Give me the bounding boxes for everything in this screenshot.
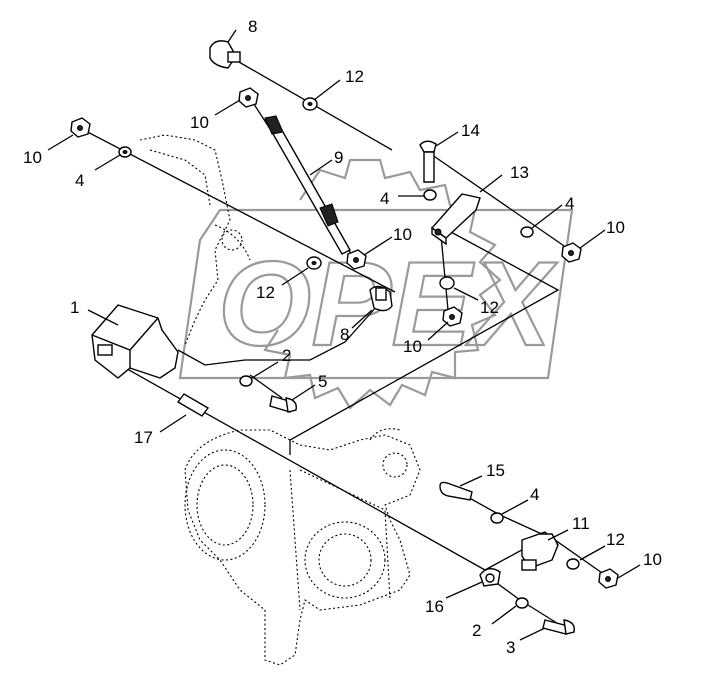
washer <box>423 189 437 201</box>
bolt <box>419 140 437 183</box>
washer <box>490 512 504 524</box>
lever-bracket <box>430 193 481 246</box>
nut <box>561 242 582 263</box>
callout-label: 5 <box>318 372 327 391</box>
cover-housing <box>91 304 179 379</box>
callout-leaders <box>47 29 641 641</box>
callout-label: 2 <box>472 621 481 640</box>
clip <box>479 567 501 587</box>
callout-label: 4 <box>565 194 574 213</box>
axle-housing <box>184 428 421 666</box>
ball-joint-top <box>209 40 241 69</box>
ball-joint-bottom <box>369 285 393 312</box>
callout-label: 14 <box>461 121 480 140</box>
watermark: OPEX <box>178 158 574 410</box>
pivot-bracket <box>139 134 251 346</box>
callout-label: 12 <box>256 283 275 302</box>
callout-label: 13 <box>510 163 529 182</box>
watermark-frame <box>178 208 574 380</box>
washer <box>515 597 529 609</box>
washer <box>566 558 580 570</box>
callout-label: 10 <box>643 550 662 569</box>
nut <box>70 117 91 138</box>
callout-label: 4 <box>75 171 84 190</box>
callout-label: 2 <box>282 346 291 365</box>
callout-label: 10 <box>190 113 209 132</box>
callout-label: 4 <box>380 189 389 208</box>
callout-label: 17 <box>134 428 153 447</box>
callout-label: 15 <box>486 461 505 480</box>
callout-label: 3 <box>506 638 515 657</box>
watermark-gear <box>263 158 502 410</box>
bolt <box>439 481 473 501</box>
callout-label: 10 <box>606 218 625 237</box>
callout-label: 1 <box>70 298 79 317</box>
bolt <box>542 619 575 635</box>
washer <box>439 276 455 290</box>
callout-label: 16 <box>425 597 444 616</box>
callout-label: 11 <box>572 514 590 533</box>
nut <box>598 568 619 589</box>
callout-label: 9 <box>334 148 343 167</box>
control-rod <box>263 115 351 255</box>
callout-label: 12 <box>345 67 364 86</box>
callout-label: 12 <box>606 530 625 549</box>
washer <box>302 97 318 111</box>
pin <box>176 393 210 417</box>
callout-label: 10 <box>393 225 412 244</box>
callout-label: 4 <box>530 485 539 504</box>
washer <box>306 256 322 270</box>
washer <box>520 226 534 238</box>
washer <box>239 375 253 387</box>
callout-label: 8 <box>248 17 257 36</box>
callout-label: 8 <box>340 325 349 344</box>
callout-label: 10 <box>23 148 42 167</box>
bolt <box>269 395 297 413</box>
washer <box>118 146 132 158</box>
callouts: 8 12 10 10 4 9 14 13 4 4 10 10 12 12 8 1… <box>23 17 662 657</box>
callout-label: 10 <box>403 337 422 356</box>
callout-label: 12 <box>480 298 499 317</box>
nut <box>442 306 463 327</box>
nut <box>346 249 367 270</box>
nut <box>238 87 259 108</box>
